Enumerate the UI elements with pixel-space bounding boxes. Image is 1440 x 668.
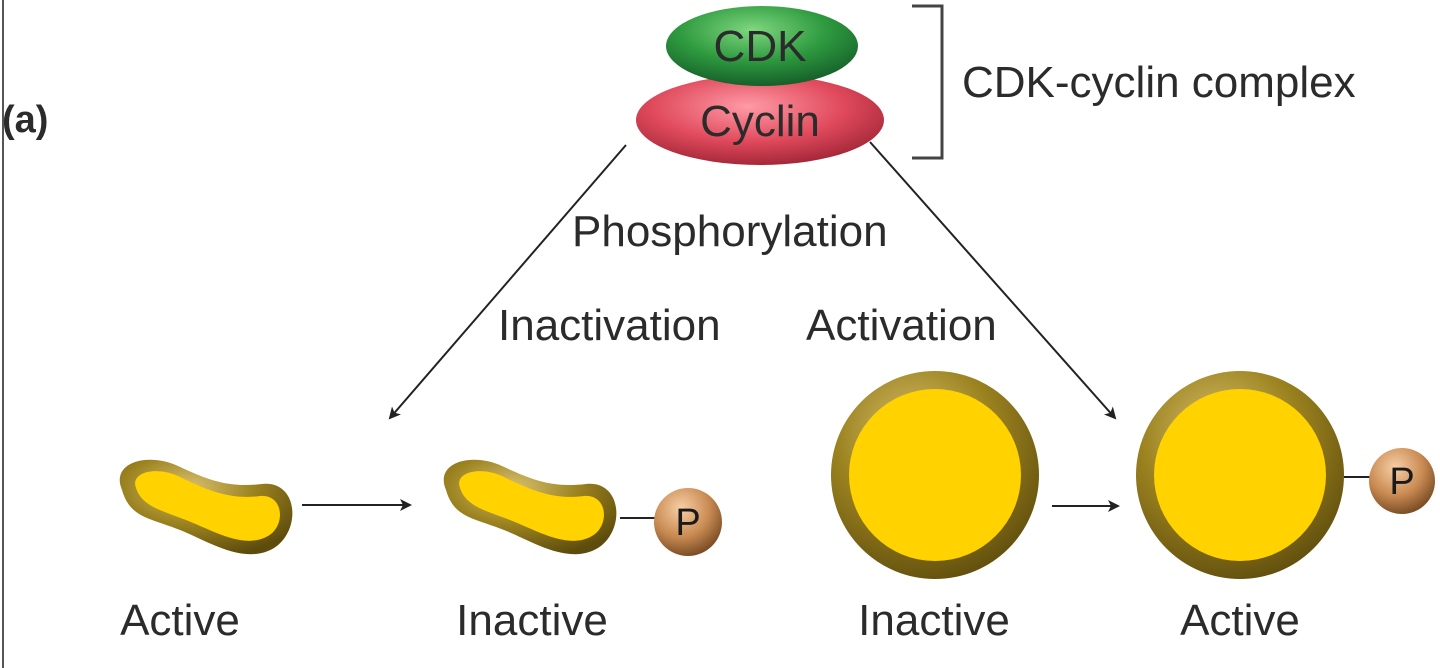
state-label-right-after: Active (1180, 596, 1300, 645)
cyclin-label: Cyclin (700, 97, 820, 146)
phosphate-label-left: P (675, 502, 700, 544)
inactivation-label: Inactivation (498, 301, 721, 350)
active-protein-circle (1136, 371, 1344, 579)
phosphorylation-label: Phosphorylation (572, 207, 888, 256)
state-label-left-before: Active (120, 596, 240, 645)
activation-arrow (869, 141, 1117, 420)
complex-bracket (912, 4, 944, 160)
state-label-right-before: Inactive (858, 596, 1010, 645)
phosphate-group-left (654, 488, 722, 556)
phosphate-label-right: P (1389, 461, 1414, 503)
state-label-left-after: Inactive (456, 596, 608, 645)
cdk-cyclin-complex: CDK Cyclin (636, 6, 884, 165)
cdk-ellipse (666, 6, 858, 86)
cdk-label: CDK (714, 22, 807, 71)
phosphate-group-right (1369, 448, 1435, 514)
active-protein-bean (119, 459, 293, 555)
activation-label: Activation (806, 301, 997, 350)
panel-label: (a) (2, 99, 48, 141)
inactive-protein-bean (443, 459, 617, 555)
inactive-protein-circle (831, 371, 1039, 579)
inactivation-arrow (388, 144, 627, 420)
complex-label: CDK-cyclin complex (962, 58, 1356, 107)
cyclin-ellipse (636, 75, 884, 165)
